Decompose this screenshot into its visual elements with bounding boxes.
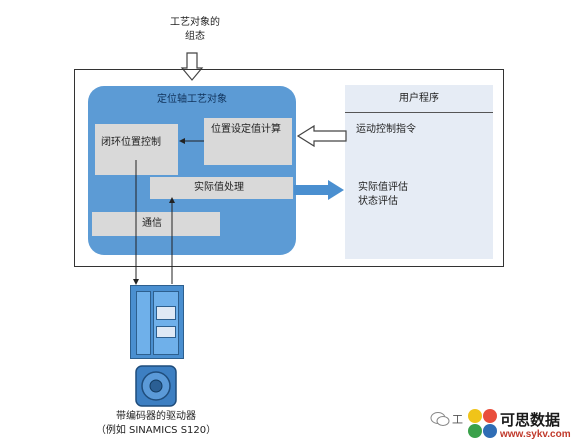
watermark-brand: 可思数据	[500, 412, 561, 429]
actual-value-label: 实际值处理	[194, 182, 244, 193]
closed-loop-label: 闭环位置控制	[101, 137, 161, 148]
user-program-divider	[345, 112, 493, 113]
user-program-title: 用户程序	[399, 93, 439, 104]
actual-value-block	[150, 177, 293, 199]
config-label-line2: 组态	[185, 31, 205, 42]
config-label-line1: 工艺对象的	[170, 17, 220, 28]
positioning-axis-title: 定位轴工艺对象	[157, 94, 227, 105]
drive-caption-line2: （例如 SINAMICS S120）	[95, 425, 217, 436]
drive-panel-right	[153, 291, 179, 355]
drive-connector	[156, 326, 176, 338]
evaluation-label-line2: 状态评估	[358, 196, 398, 207]
drive-panel-left	[136, 291, 151, 355]
watermark-url: www.sykv.com	[500, 429, 571, 440]
setpoint-calc-block	[204, 118, 292, 165]
watermark: 工 可思数据 www.sykv.com	[430, 407, 580, 445]
watermark-prefix: 工	[452, 414, 463, 426]
motion-commands-label: 运动控制指令	[356, 124, 416, 135]
drive-display	[156, 306, 176, 320]
sykv-logo-icon	[468, 409, 497, 438]
actual-value-arrow-icon	[294, 180, 344, 200]
motor-icon	[135, 365, 177, 407]
communication-block	[92, 212, 220, 236]
system-frame	[74, 69, 504, 267]
config-arrow-icon	[180, 52, 204, 81]
evaluation-label-line1: 实际值评估	[358, 182, 408, 193]
setpoint-calc-label: 位置设定值计算	[211, 124, 281, 135]
drive-unit	[130, 285, 184, 359]
wechat-icon	[430, 412, 450, 426]
drive-caption-line1: 带编码器的驱动器	[116, 411, 196, 422]
user-program-panel	[345, 85, 493, 259]
communication-label: 通信	[142, 218, 162, 229]
motion-command-arrow-icon	[296, 124, 347, 148]
